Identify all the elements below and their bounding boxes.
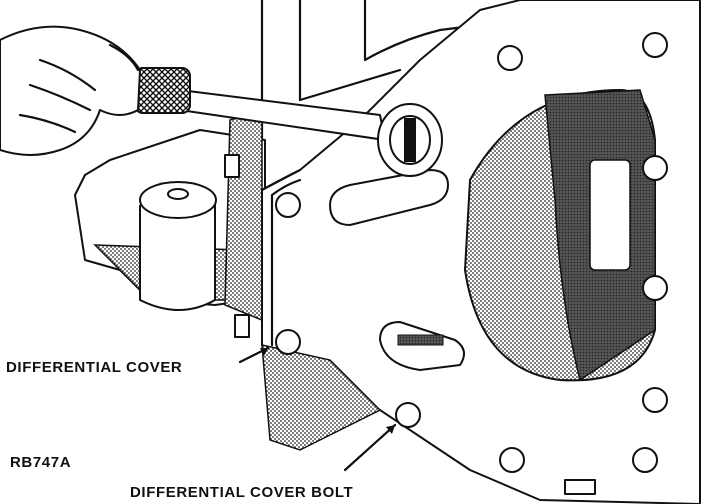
differential-cover-plate [260,0,701,504]
bolt [497,45,523,71]
differential-cover-label: DIFFERENTIAL COVER [6,359,182,376]
bolt [642,275,668,301]
leader-lines [238,346,397,472]
bolt [642,155,668,181]
cover-bolts [275,32,668,495]
hand-icon [0,25,141,156]
figure-id: RB747A [10,454,71,471]
bolt [275,329,301,355]
carrier-housing [74,108,266,338]
bolt [499,447,525,473]
bolt [642,387,668,413]
bolt [632,447,658,473]
wrench-icon [134,67,443,177]
bolt [395,402,421,428]
differential-cover-bolt-label: DIFFERENTIAL COVER BOLT [130,484,353,501]
bolt [642,32,668,58]
bolt [275,192,301,218]
